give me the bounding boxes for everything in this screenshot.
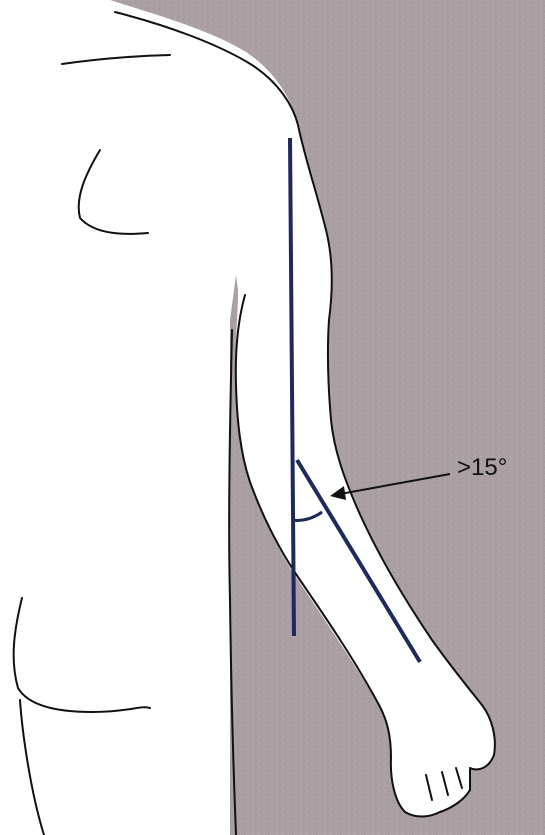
angle-label: >15° bbox=[457, 456, 507, 480]
